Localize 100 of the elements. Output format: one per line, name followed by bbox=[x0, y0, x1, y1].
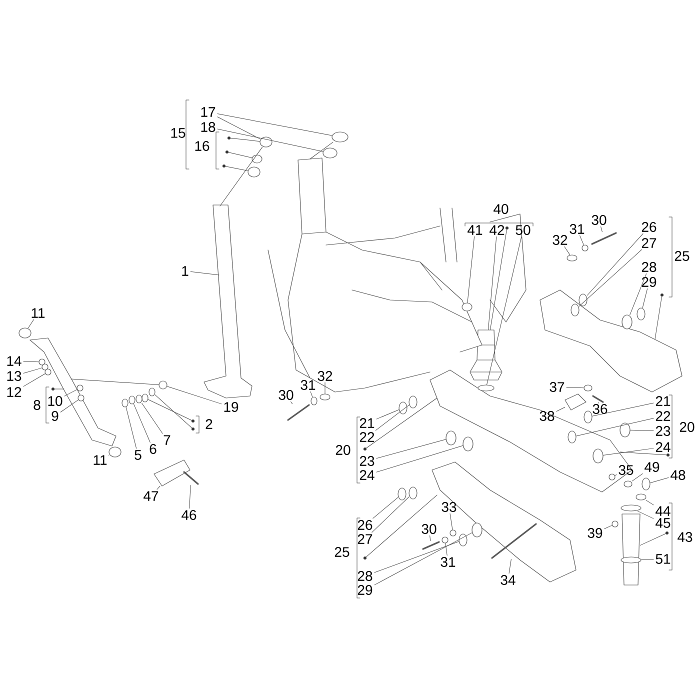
callout-number: 27 bbox=[358, 534, 372, 544]
ring bbox=[642, 478, 650, 490]
ring bbox=[458, 534, 468, 546]
leader-line bbox=[290, 401, 293, 404]
callout-number: 31 bbox=[440, 557, 456, 567]
leader-line bbox=[578, 249, 642, 306]
washer bbox=[76, 384, 84, 392]
ring bbox=[332, 132, 348, 142]
callout-number: 6 bbox=[150, 444, 156, 454]
callout-number: 18 bbox=[201, 122, 216, 132]
washer bbox=[310, 396, 318, 406]
callout-number: 2 bbox=[206, 419, 212, 429]
callout-number: 15 bbox=[171, 128, 186, 138]
leader-line bbox=[376, 445, 464, 472]
ring bbox=[260, 136, 272, 148]
swingarm-drawing bbox=[540, 290, 682, 392]
bolt bbox=[287, 404, 310, 421]
washer bbox=[42, 364, 48, 370]
leader-line bbox=[23, 374, 46, 387]
callout-number: 7 bbox=[164, 435, 170, 445]
leader-line bbox=[450, 513, 453, 530]
leader-line bbox=[54, 388, 64, 390]
washer bbox=[450, 530, 456, 536]
callout-number: 21 bbox=[656, 396, 670, 406]
washer bbox=[142, 394, 148, 402]
leader-line bbox=[189, 484, 191, 509]
leader-line bbox=[148, 399, 192, 420]
callout-number: 12 bbox=[7, 387, 22, 397]
leader-line bbox=[556, 407, 566, 412]
ring bbox=[636, 308, 646, 320]
callout-number: 32 bbox=[552, 235, 568, 245]
callout-number: 45 bbox=[656, 518, 670, 528]
callout-number: 14 bbox=[7, 356, 22, 366]
callout-number: 51 bbox=[656, 554, 670, 564]
callout-number: 29 bbox=[642, 277, 656, 287]
ring bbox=[252, 154, 262, 164]
leader-line bbox=[372, 497, 398, 519]
callout-number: 39 bbox=[588, 528, 602, 538]
leader-line bbox=[310, 391, 313, 398]
leader-line bbox=[642, 288, 648, 308]
callout-number: 30 bbox=[592, 215, 606, 225]
callout-number: 50 bbox=[516, 225, 530, 235]
callout-number: 36 bbox=[592, 404, 608, 414]
ring bbox=[578, 294, 588, 306]
leader-line bbox=[592, 402, 654, 416]
callout-number: 26 bbox=[642, 222, 656, 232]
leader-line bbox=[374, 541, 460, 573]
nut bbox=[44, 368, 52, 376]
leader-line bbox=[602, 448, 654, 456]
clip bbox=[584, 384, 592, 392]
callout-number: 25 bbox=[674, 251, 690, 261]
bolt bbox=[422, 541, 440, 550]
ring bbox=[398, 488, 406, 500]
callout-number: 20 bbox=[336, 445, 350, 455]
leader-line bbox=[604, 525, 612, 529]
callout-number: 11 bbox=[32, 308, 45, 318]
washer bbox=[128, 396, 136, 404]
callout-number: 28 bbox=[358, 571, 372, 581]
callout-number: 13 bbox=[7, 371, 22, 381]
callout-number: 27 bbox=[642, 238, 656, 248]
leader-line bbox=[64, 389, 78, 396]
callout-number: 46 bbox=[182, 510, 196, 520]
callout-number: 29 bbox=[358, 585, 372, 595]
leader-line bbox=[217, 114, 332, 136]
callout-number: 11 bbox=[94, 455, 107, 465]
callout-number: 19 bbox=[224, 402, 238, 412]
leader-line bbox=[566, 387, 584, 388]
callout-number: 23 bbox=[656, 426, 670, 436]
leader-line bbox=[490, 229, 507, 330]
ring bbox=[584, 410, 592, 424]
leader-line bbox=[600, 226, 602, 232]
leader-line bbox=[228, 152, 252, 158]
leader-line bbox=[376, 410, 400, 420]
ring bbox=[248, 166, 260, 178]
rubber-mount bbox=[108, 446, 122, 458]
leader-line bbox=[156, 486, 160, 490]
ring bbox=[472, 522, 482, 538]
leader-line bbox=[324, 382, 326, 394]
callout-number: 1 bbox=[182, 266, 188, 276]
leader-line bbox=[23, 368, 42, 374]
guide-line bbox=[70, 378, 160, 385]
steering-column-drawing bbox=[204, 204, 252, 398]
ring bbox=[398, 402, 408, 414]
leader-line bbox=[366, 398, 438, 448]
ring bbox=[462, 436, 474, 452]
callout-number: 28 bbox=[642, 262, 656, 272]
leader-line bbox=[586, 233, 644, 296]
leader-line bbox=[486, 236, 522, 386]
leader-line bbox=[576, 418, 654, 436]
leader-line bbox=[134, 404, 150, 443]
callout-number: 34 bbox=[500, 575, 516, 585]
callout-number: 43 bbox=[678, 532, 692, 542]
callout-number: 17 bbox=[201, 107, 216, 117]
callout-number: 23 bbox=[360, 456, 374, 466]
leader-line bbox=[142, 402, 163, 434]
washer bbox=[442, 536, 448, 544]
spring bbox=[136, 394, 142, 404]
bushing bbox=[158, 380, 168, 390]
ring bbox=[408, 486, 418, 500]
leader-line bbox=[60, 400, 78, 412]
